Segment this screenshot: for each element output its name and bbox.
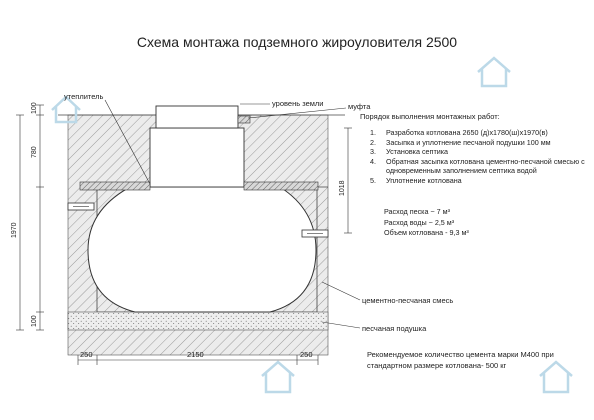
sand-consumption: Расход песка ~ 7 м³	[384, 207, 450, 216]
dim-inner-width: 2150	[187, 350, 204, 359]
procedure-step: 5.Уплотнение котлована	[370, 175, 462, 185]
leader-coupling	[247, 107, 347, 119]
tank-body	[87, 186, 317, 313]
dim-upper-depth: 780	[31, 146, 38, 158]
insulation-right	[243, 181, 319, 191]
insulation-label: утеплитель	[64, 92, 104, 101]
procedure-step: 4.Обратная засыпка котлована цементно-пе…	[370, 156, 585, 176]
sand-cushion-label: песчаная подушка	[362, 324, 427, 333]
coupling-top	[237, 115, 251, 124]
tank-neck	[149, 127, 245, 188]
cement-recommendation-note: Рекомендуемое количество цемента марки М…	[367, 350, 554, 370]
dim-total-depth: 1970	[11, 222, 18, 238]
procedure-step: 2.Засыпка и уплотнение песчаной подушки …	[370, 137, 551, 147]
procedure-step: 1.Разработка котлована 2650 (д)х1780(ш)х…	[370, 128, 548, 137]
coupling-label: муфта	[348, 102, 371, 111]
water-consumption: Расход воды ~ 2,5 м³	[384, 217, 455, 227]
dim-top-offset: 100	[31, 102, 38, 114]
cement-sand-mix-label: цементно-песчаная смесь	[362, 296, 454, 305]
consumption-block: Расход песка ~ 7 м³ Расход воды ~ 2,5 м³…	[384, 207, 469, 239]
procedure-step: 3.Установка септика	[370, 147, 449, 157]
tank-lid	[155, 105, 239, 129]
leader-sand	[321, 321, 361, 329]
insulation-left	[79, 181, 151, 191]
leader-insulation	[104, 99, 151, 185]
house-watermark-icon	[51, 56, 573, 394]
dim-bottom-cushion: 100	[31, 315, 38, 327]
procedure-heading: Порядок выполнения монтажных работ:	[360, 112, 500, 121]
page-title: Схема монтажа подземного жироуловителя 2…	[136, 34, 458, 50]
procedure-steps: 1.Разработка котлована 2650 (д)х1780(ш)х…	[370, 128, 594, 186]
dim-inlet-height: 1018	[339, 180, 346, 196]
ground-level-label: уровень земли	[272, 99, 324, 108]
leader-cement	[321, 281, 361, 301]
dim-right-gap: 250	[300, 350, 313, 359]
pit-volume: Объем котлована - 9,3 м³	[384, 228, 469, 237]
sand-cushion	[67, 311, 329, 331]
dim-left-gap: 250	[80, 350, 93, 359]
